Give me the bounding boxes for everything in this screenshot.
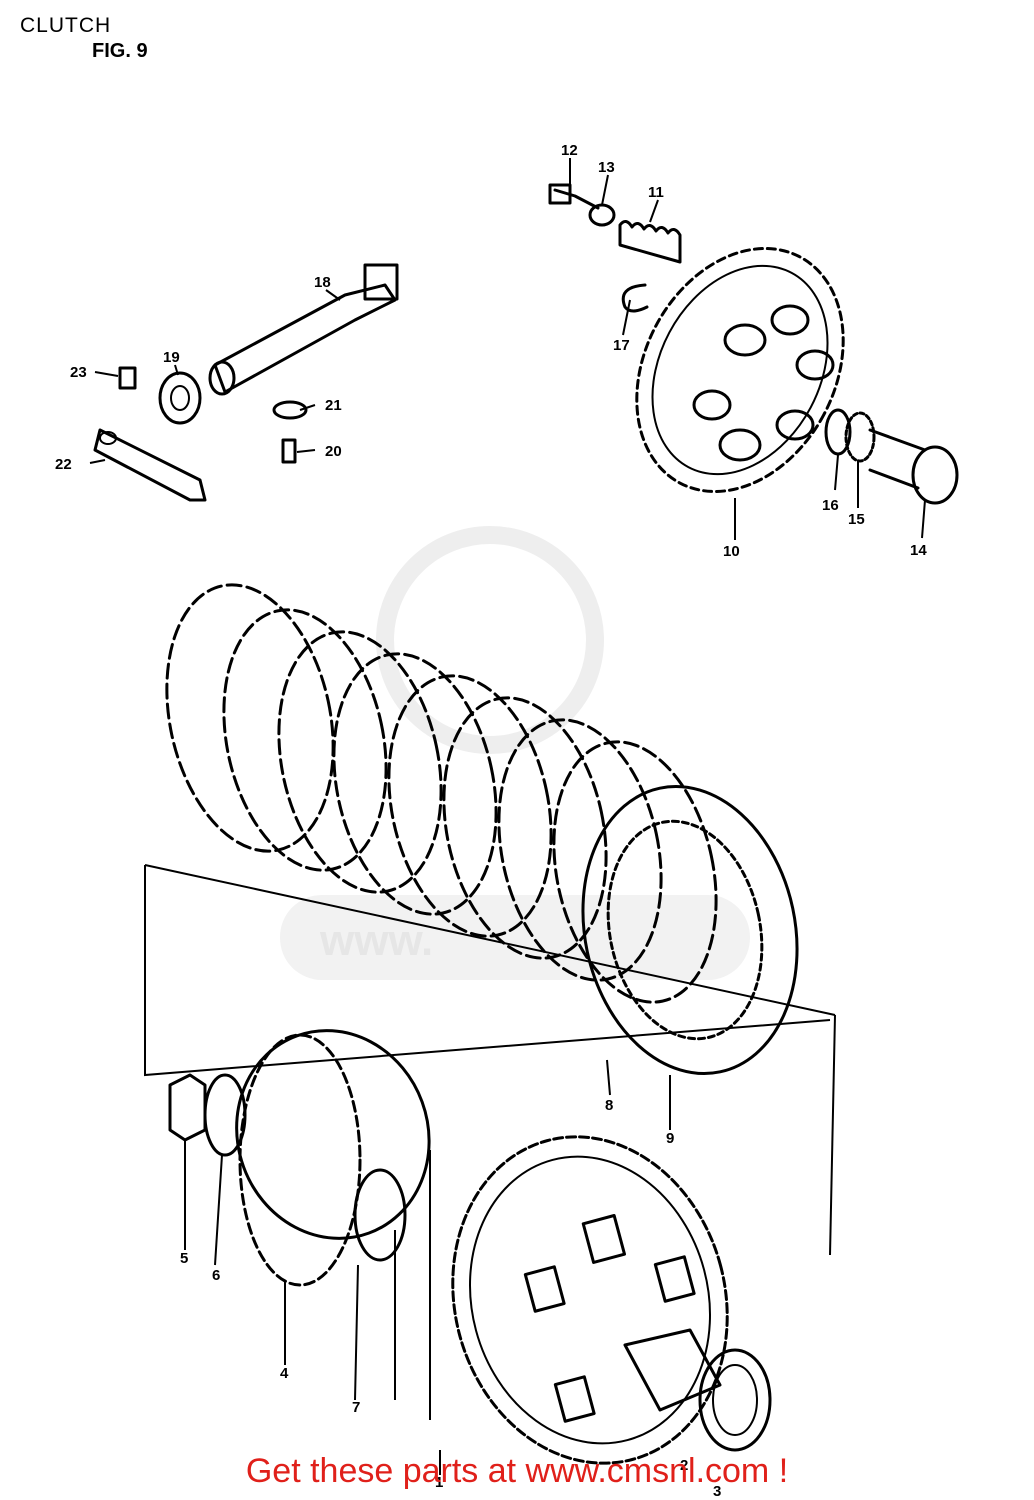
watermark: www. — [280, 526, 750, 980]
part-label-13: 13 — [598, 159, 615, 176]
part-label-15: 15 — [848, 511, 865, 528]
part-label-22: 22 — [55, 456, 72, 473]
part-label-17: 17 — [613, 337, 630, 354]
part-label-20: 20 — [325, 443, 342, 460]
part-label-4: 4 — [280, 1365, 289, 1382]
part-label-19: 19 — [163, 349, 180, 366]
clutch-hub-assembly — [168, 1029, 431, 1287]
part-label-8: 8 — [605, 1097, 613, 1114]
part-label-11: 11 — [648, 184, 664, 201]
part-label-9: 9 — [666, 1130, 674, 1147]
part-label-2: 2 — [680, 1457, 688, 1474]
release-rod-assembly — [824, 408, 959, 505]
cmsnl-parts-link[interactable]: Get these parts at www.cmsnl.com ! — [245, 1452, 789, 1490]
part-label-18: 18 — [314, 274, 331, 291]
part-label-16: 16 — [822, 497, 839, 514]
part-labels: 1 2 3 4 5 6 7 8 9 10 11 12 13 14 15 16 1… — [55, 142, 927, 1500]
part-label-5: 5 — [180, 1250, 188, 1267]
figure-number: FIG. 9 — [92, 40, 148, 62]
diagram-title: CLUTCH — [20, 14, 112, 37]
clutch-plate-stack — [144, 583, 836, 1256]
part-label-10: 10 — [723, 543, 740, 560]
clutch-housing — [394, 1135, 772, 1465]
part-label-3: 3 — [713, 1483, 721, 1500]
part-label-1: 1 — [435, 1474, 443, 1491]
clutch-bolt-assembly — [548, 183, 682, 313]
leader-lines — [89, 158, 926, 1475]
part-label-12: 12 — [561, 142, 578, 159]
part-label-6: 6 — [212, 1267, 220, 1284]
part-label-23: 23 — [70, 364, 87, 381]
part-label-14: 14 — [910, 542, 927, 559]
part-label-7: 7 — [352, 1399, 360, 1416]
pressure-plate — [635, 247, 845, 493]
release-shaft-assembly — [93, 263, 399, 502]
part-label-21: 21 — [325, 397, 342, 414]
